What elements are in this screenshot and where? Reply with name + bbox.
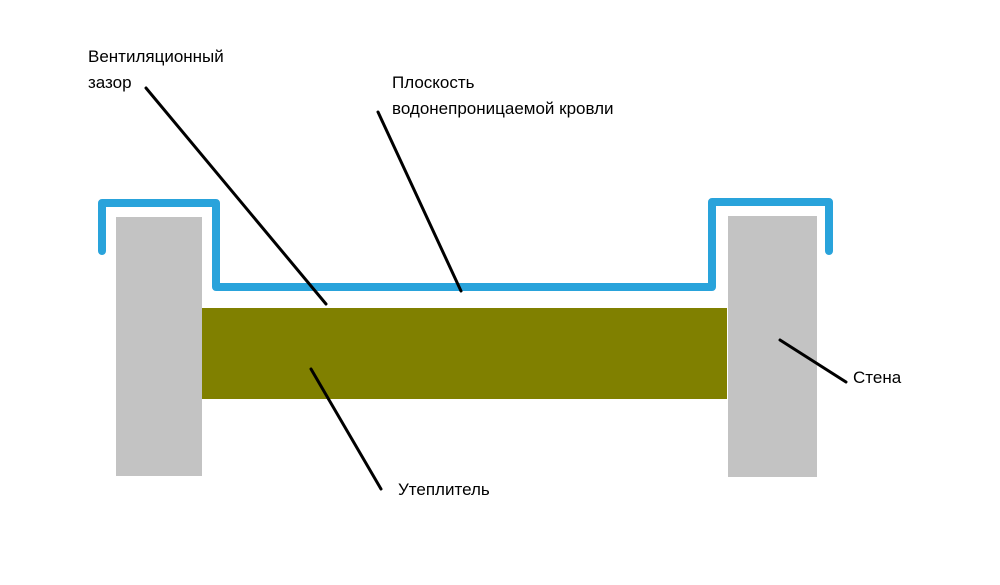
insulation-shape [202, 308, 727, 399]
leader-line-wall [778, 338, 848, 384]
insulation-label: Утеплитель [398, 480, 490, 499]
leader-line-roof-plane [376, 110, 463, 293]
roof-plane-label: Плоскость водонепроницаемой кровли [392, 73, 614, 118]
leader-line-insulation [309, 367, 383, 491]
leader-line-ventilation-gap [144, 86, 328, 306]
wall-label: Стена [853, 368, 902, 387]
ventilation-gap-label: Вентиляционный зазор [88, 47, 224, 92]
roof-membrane-line [98, 198, 833, 291]
right-wall-shape [728, 216, 817, 477]
left-wall-shape [116, 217, 202, 476]
